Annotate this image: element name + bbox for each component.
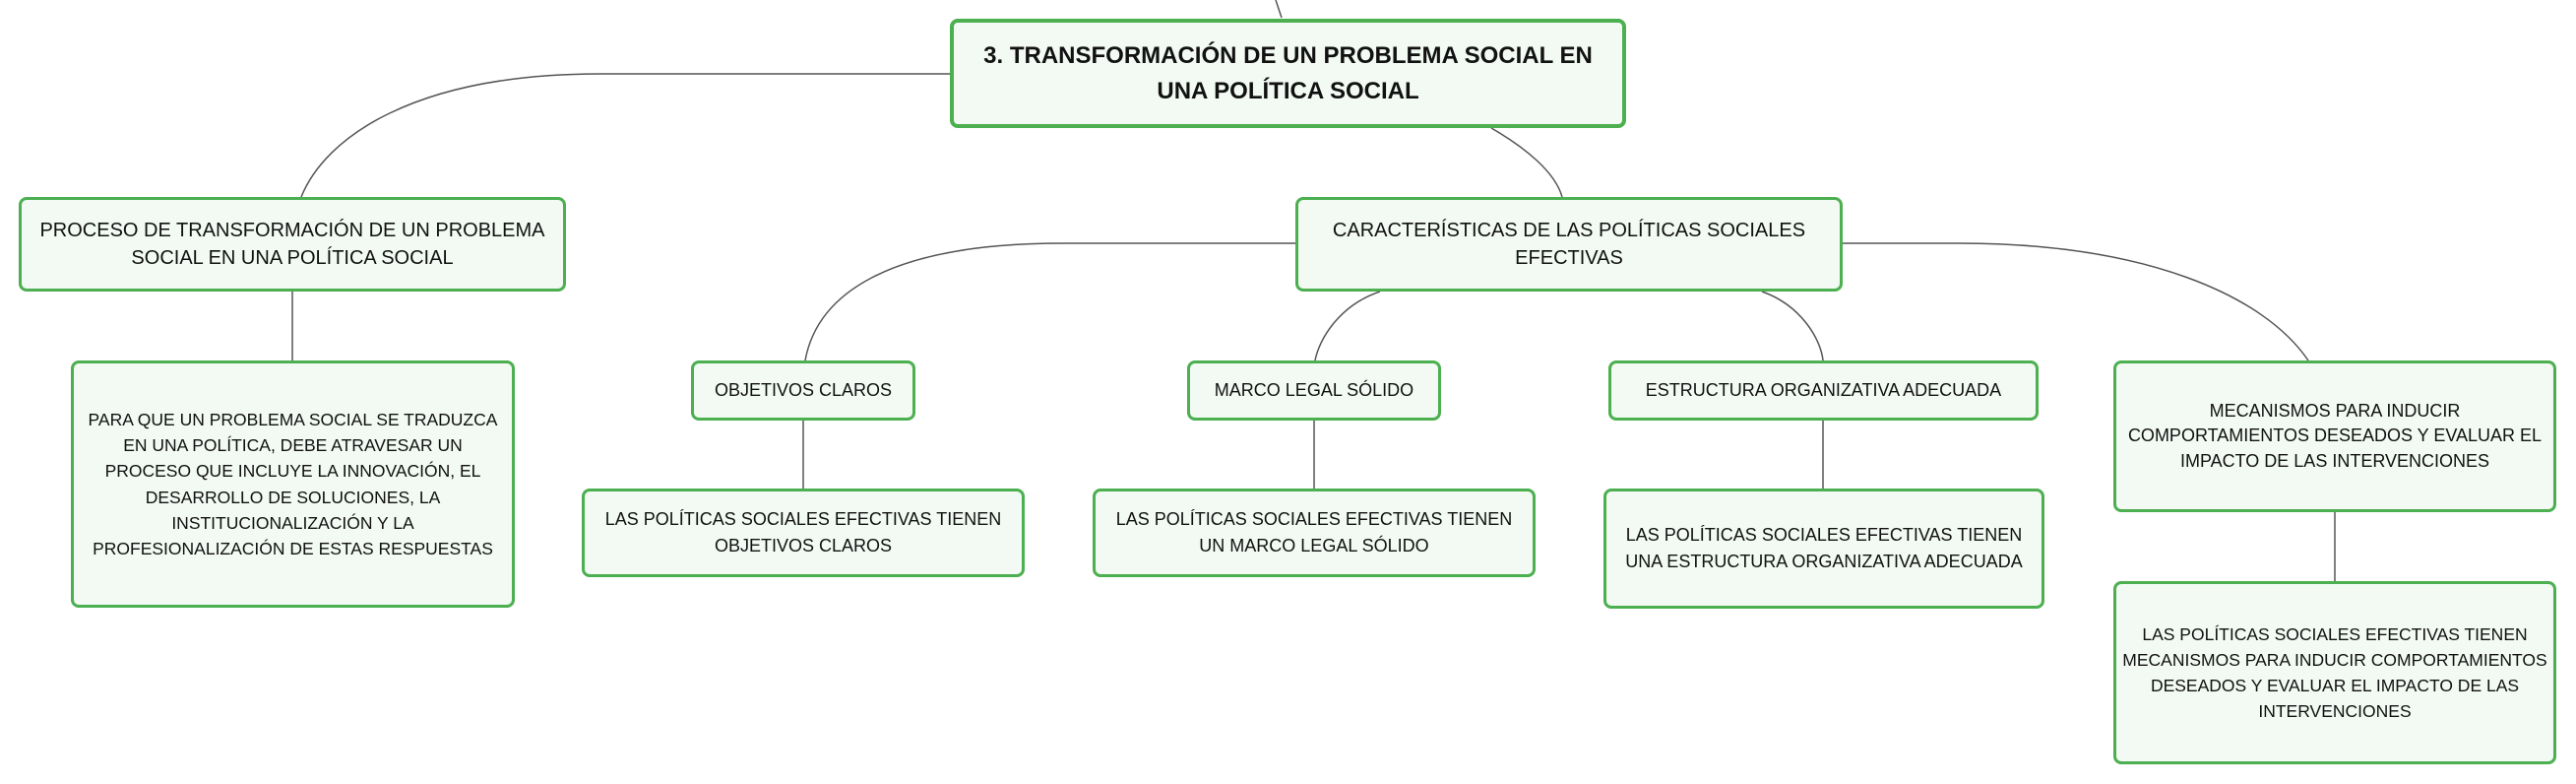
- topic-objetivos-claros[interactable]: OBJETIVOS CLAROS: [691, 360, 915, 421]
- root-topic-label: 3. TRANSFORMACIÓN DE UN PROBLEMA SOCIAL …: [983, 41, 1593, 104]
- detail-objetivos-claros-label: LAS POLÍTICAS SOCIALES EFECTIVAS TIENEN …: [604, 509, 1002, 555]
- topic-characteristics-label: CARACTERÍSTICAS DE LAS POLÍTICAS SOCIALE…: [1332, 220, 1806, 269]
- connector-char-marco: [1314, 291, 1381, 361]
- topic-process-detail-label: PARA QUE UN PROBLEMA SOCIAL SE TRADUZCA …: [88, 409, 498, 558]
- topic-process[interactable]: PROCESO DE TRANSFORMACIÓN DE UN PROBLEMA…: [19, 197, 566, 292]
- topic-process-detail[interactable]: PARA QUE UN PROBLEMA SOCIAL SE TRADUZCA …: [71, 360, 515, 608]
- detail-marco-legal[interactable]: LAS POLÍTICAS SOCIALES EFECTIVAS TIENEN …: [1093, 489, 1536, 577]
- detail-marco-legal-label: LAS POLÍTICAS SOCIALES EFECTIVAS TIENEN …: [1115, 509, 1513, 555]
- detail-mecanismos-label: LAS POLÍTICAS SOCIALES EFECTIVAS TIENEN …: [2122, 623, 2547, 722]
- root-topic[interactable]: 3. TRANSFORMACIÓN DE UN PROBLEMA SOCIAL …: [950, 19, 1626, 128]
- topic-characteristics[interactable]: CARACTERÍSTICAS DE LAS POLÍTICAS SOCIALE…: [1295, 197, 1843, 292]
- detail-objetivos-claros[interactable]: LAS POLÍTICAS SOCIALES EFECTIVAS TIENEN …: [582, 489, 1025, 577]
- topic-process-label: PROCESO DE TRANSFORMACIÓN DE UN PROBLEMA…: [39, 220, 545, 269]
- topic-objetivos-claros-label: OBJETIVOS CLAROS: [714, 379, 893, 400]
- connector-root-characteristics: [1490, 127, 1563, 198]
- topic-mecanismos[interactable]: MECANISMOS PARA INDUCIR COMPORTAMIENTOS …: [2113, 360, 2556, 512]
- connector-char-mecanismos: [1843, 242, 2309, 361]
- topic-estructura-label: ESTRUCTURA ORGANIZATIVA ADECUADA: [1645, 379, 2002, 400]
- topic-marco-legal[interactable]: MARCO LEGAL SÓLIDO: [1187, 360, 1441, 421]
- connector-root-process: [300, 73, 950, 198]
- topic-mecanismos-label: MECANISMOS PARA INDUCIR COMPORTAMIENTOS …: [2127, 401, 2543, 471]
- topic-estructura[interactable]: ESTRUCTURA ORGANIZATIVA ADECUADA: [1608, 360, 2039, 421]
- detail-mecanismos[interactable]: LAS POLÍTICAS SOCIALES EFECTIVAS TIENEN …: [2113, 581, 2556, 764]
- connector-char-estructura: [1761, 291, 1824, 361]
- detail-estructura[interactable]: LAS POLÍTICAS SOCIALES EFECTIVAS TIENEN …: [1603, 489, 2044, 609]
- connector-parent-root: [1275, 0, 1283, 19]
- topic-marco-legal-label: MARCO LEGAL SÓLIDO: [1214, 379, 1414, 400]
- detail-estructura-label: LAS POLÍTICAS SOCIALES EFECTIVAS TIENEN …: [1625, 525, 2023, 571]
- connector-char-objetivos: [804, 242, 1295, 361]
